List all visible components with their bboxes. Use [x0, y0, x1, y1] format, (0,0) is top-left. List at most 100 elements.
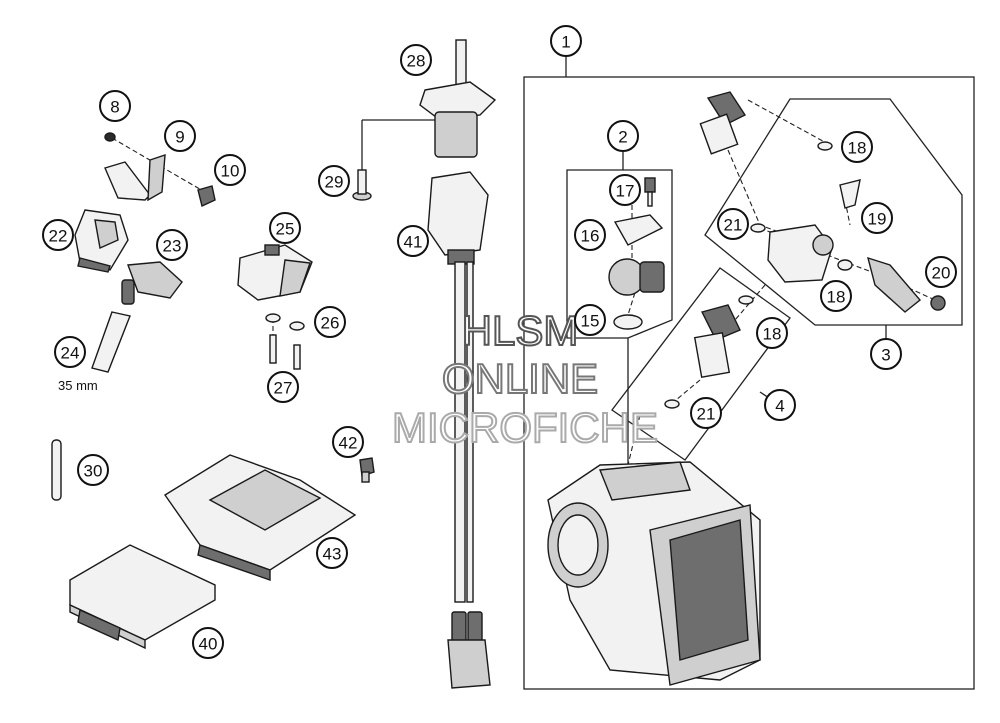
callout-42: 42 — [332, 426, 364, 458]
callout-circle — [156, 229, 188, 261]
sensor-housing-part-22 — [74, 209, 129, 273]
callout-27: 27 — [267, 371, 299, 403]
callout-18: 18 — [820, 280, 852, 312]
callout-circle — [42, 219, 74, 251]
callout-label: 40 — [199, 635, 218, 654]
nut-part-10 — [197, 185, 216, 207]
callout-21: 21 — [717, 208, 749, 240]
hose-part-24 — [91, 311, 131, 373]
callout-23: 23 — [156, 229, 188, 261]
callout-label: 24 — [61, 344, 80, 363]
injector-housing — [767, 224, 834, 283]
sensor-part-15 — [608, 258, 665, 330]
sensor-part-28 — [419, 39, 497, 158]
callout-41: 41 — [397, 225, 429, 257]
callout-circle — [99, 90, 131, 122]
throttle-body-assembly-frame — [523, 76, 975, 690]
bolts-part-27 — [269, 334, 301, 370]
callout-21: 21 — [690, 397, 722, 429]
callout-3: 3 — [870, 338, 902, 370]
callout-10: 10 — [214, 154, 246, 186]
callout-30: 30 — [77, 454, 109, 486]
callout-circle — [550, 25, 582, 57]
injector-lower — [693, 304, 741, 378]
washers-part-26 — [265, 313, 305, 331]
callout-circle — [214, 154, 246, 186]
ecu-part-40 — [69, 544, 216, 650]
callout-18: 18 — [841, 131, 873, 163]
cable-tie-part-30 — [51, 439, 62, 501]
callout-circle — [841, 131, 873, 163]
callout-label: 19 — [868, 210, 887, 229]
callout-label: 17 — [616, 182, 635, 201]
callout-label: 21 — [724, 216, 743, 235]
callout-label: 10 — [221, 162, 240, 181]
watermark: HLSM ONLINE MICROFICHE — [391, 306, 659, 452]
watermark-line-1: HLSM — [462, 307, 579, 354]
callout-circle — [717, 208, 749, 240]
callout-label: 16 — [581, 227, 600, 246]
callout-circle — [574, 304, 606, 336]
callout-label: 23 — [163, 237, 182, 256]
watermark-line-2: ONLINE — [442, 355, 598, 402]
callout-label: 3 — [881, 346, 890, 365]
callout-label: 30 — [84, 462, 103, 481]
callout-label: 22 — [49, 227, 68, 246]
sensor-part-23 — [121, 261, 183, 305]
callout-label: 4 — [775, 397, 784, 416]
callout-label: 43 — [323, 545, 342, 564]
callout-43: 43 — [316, 537, 348, 569]
callouts: 1234891015161718181819202121222324252627… — [42, 25, 957, 659]
callout-40: 40 — [192, 627, 224, 659]
callout-circle — [756, 317, 788, 349]
o-rings — [664, 141, 853, 409]
callout-24: 24 — [54, 336, 86, 368]
callout-circle — [400, 44, 432, 76]
callout-label: 9 — [175, 128, 184, 147]
callout-circle — [820, 280, 852, 312]
screw-part-8 — [104, 132, 116, 142]
sensor-group-frame — [566, 169, 673, 339]
bracket-part-16 — [613, 214, 664, 246]
callout-circle — [318, 165, 350, 197]
callout-26: 26 — [314, 306, 346, 338]
callout-circle — [316, 537, 348, 569]
callout-label: 25 — [276, 220, 295, 239]
callout-circle — [574, 219, 606, 251]
callout-9: 9 — [164, 120, 196, 152]
callout-1: 1 — [550, 25, 582, 57]
callout-label: 26 — [321, 314, 340, 333]
throttle-body — [547, 461, 761, 686]
callout-circle — [607, 120, 639, 152]
callout-17: 17 — [609, 174, 641, 206]
callout-19: 19 — [861, 202, 893, 234]
callout-4: 4 — [764, 389, 796, 421]
callout-circle — [397, 225, 429, 257]
bolt-part-42 — [359, 457, 375, 483]
callout-18: 18 — [756, 317, 788, 349]
callout-circle — [164, 120, 196, 152]
callout-label: 20 — [932, 264, 951, 283]
fitting-part-20 — [867, 256, 946, 313]
callout-20: 20 — [925, 256, 957, 288]
wire-harness — [447, 261, 491, 689]
callout-circle — [192, 627, 224, 659]
injector-group-frame — [704, 98, 963, 326]
callout-label: 41 — [404, 233, 423, 252]
hose-length-note: 35 mm — [58, 378, 98, 393]
callout-label: 18 — [848, 139, 867, 158]
callout-label: 18 — [763, 325, 782, 344]
callout-label: 15 — [581, 312, 600, 331]
callout-circle — [54, 336, 86, 368]
callout-22: 22 — [42, 219, 74, 251]
callout-label: 27 — [274, 379, 293, 398]
callout-circle — [267, 371, 299, 403]
nozzle-part-19 — [839, 179, 861, 209]
callout-label: 42 — [339, 434, 358, 453]
callout-circle — [870, 338, 902, 370]
callout-8: 8 — [99, 90, 131, 122]
callout-label: 2 — [618, 128, 627, 147]
callout-29: 29 — [318, 165, 350, 197]
connector-part-41 — [427, 171, 489, 265]
